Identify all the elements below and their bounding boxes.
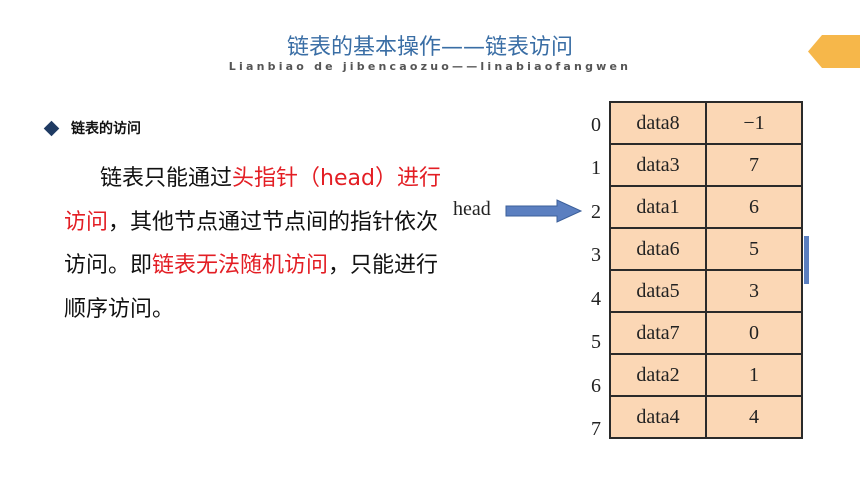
row-index: 0 [591, 114, 601, 136]
page-subtitle: Lianbiao de jibencaozuo——linabiaofangwen [228, 60, 632, 73]
table-row: data8−1 [609, 101, 803, 145]
data-cell: data1 [609, 185, 707, 229]
data-cell: data2 [609, 353, 707, 397]
para-text-3: ，只能进行顺序访问。 [64, 253, 439, 322]
row-index: 2 [591, 201, 601, 223]
next-cell: 1 [705, 353, 803, 397]
head-pointer-label: head [453, 198, 491, 220]
data-cell: data3 [609, 143, 707, 187]
side-marker-decoration [804, 236, 809, 284]
body-paragraph: 链表只能通过头指针（head）进行访问，其他节点通过节点间的指针依次访问。即链表… [64, 157, 444, 331]
row-index: 3 [591, 244, 601, 266]
next-cell: −1 [705, 101, 803, 145]
row-index: 1 [591, 157, 601, 179]
para-highlight-1: 头指针（head）进行访问 [64, 166, 441, 235]
next-cell: 6 [705, 185, 803, 229]
head-arrow-icon [505, 199, 583, 223]
next-cell: 4 [705, 395, 803, 439]
row-index: 5 [591, 331, 601, 353]
next-cell: 7 [705, 143, 803, 187]
para-text-2: ，其他节点通过节点间的指针依次访问。即 [64, 209, 439, 279]
section-heading: 链表的访问 [43, 118, 141, 138]
corner-tab-decoration [808, 35, 860, 68]
para-text-1: 链表只能通过 [100, 166, 233, 191]
next-cell: 0 [705, 311, 803, 355]
row-index: 7 [591, 418, 601, 440]
page-title: 链表的基本操作——链表访问 [286, 35, 573, 60]
next-cell: 3 [705, 269, 803, 313]
data-cell: data5 [609, 269, 707, 313]
row-index: 6 [591, 375, 601, 397]
row-index: 4 [591, 288, 601, 310]
diamond-bullet-icon [43, 120, 60, 136]
para-highlight-2: 链表无法随机访问 [152, 253, 329, 278]
data-cell: data7 [609, 311, 707, 355]
next-cell: 5 [705, 227, 803, 271]
data-cell: data4 [609, 395, 707, 439]
data-cell: data8 [609, 101, 707, 145]
section-label: 链表的访问 [71, 121, 141, 137]
data-cell: data6 [609, 227, 707, 271]
